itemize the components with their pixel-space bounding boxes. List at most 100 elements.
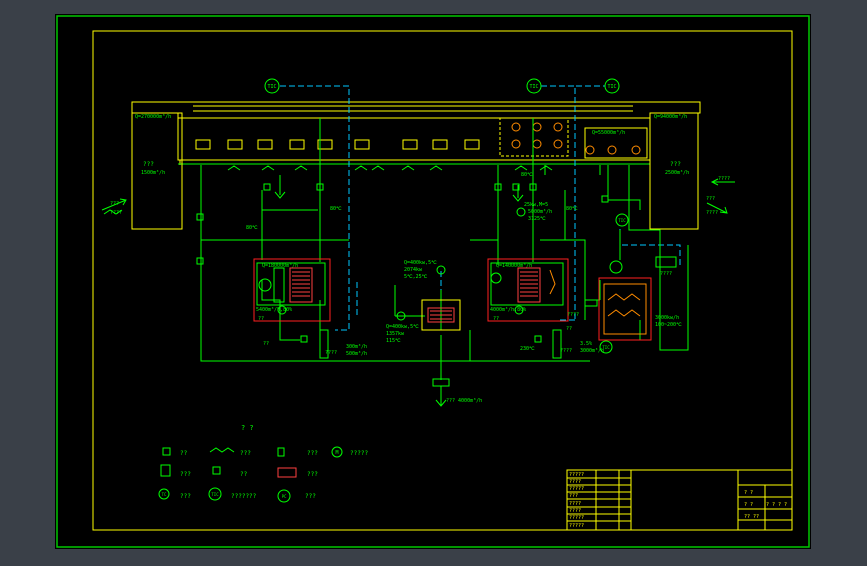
legend-label-filter: ??? [180,471,191,478]
exhaust-box [499,117,569,157]
hx-spec2-2: 1357kw [386,331,405,337]
instrument-tc-mid-label: TIC [529,84,538,90]
heat-exchanger [396,265,461,387]
boiler-tag: ???? [660,271,672,277]
left-ahu-title: Q=180000m³/h [262,263,298,269]
title-right-2: ? ? [744,502,753,508]
left-ahu [253,258,331,322]
valve-spec-2: 5000m³/h [528,209,552,215]
hx-spec-3: 5℃,25℃ [404,274,428,280]
misc-b: 500m³/h [346,351,367,357]
right-room-label: ??? [670,161,681,168]
misc-g: 3000m³/h [580,348,604,354]
left-ahu-sub: 5400m³/h,80% [256,307,292,313]
instrument-tc-r3 [599,340,613,354]
legend-label-coil: ??? [307,450,318,457]
hx-spec2-3: 115℃ [386,338,401,344]
title-left-rows: ????? ???? ????? ??? ???? ???? ????? ???… [569,472,584,529]
right-ahu-title: Q=140000m³/h [496,263,532,269]
hx-spec-2: 2074kw [404,267,423,273]
title-row-6: ???? [569,508,581,514]
title-right-rows: ? ? ? ? ? ? ? ? ?? ?? [744,490,787,520]
misc-h: ???? [567,312,579,318]
valves [196,183,609,359]
left-room [131,112,183,230]
boiler [598,256,677,341]
title-right-3: ? ? ? ? [766,502,787,508]
legend-label-motor: ????? [350,450,368,457]
legend-tc-sym: TC [162,492,167,497]
instrument-tc-r3-label: TIC [602,345,610,350]
valve-spec-1: 25kw,M=5 [524,202,548,208]
left-room-value: 1500m³/h [141,170,165,176]
misc-a: 300m³/h [346,344,367,350]
temp-4: 80℃ [566,206,578,212]
left-outdoor-1: ??? [110,201,119,207]
misc-c: ???? [325,350,337,356]
drain-label: ??? 4000m³/h [446,398,482,404]
right-room-flow: Q=94000m³/h [654,114,687,120]
boiler-spec-1: 3000kw/h [655,315,679,321]
right-exhaust-box [584,127,648,159]
legend-label-damper: ?? [180,450,188,457]
piping [200,118,689,407]
hx-spec2-1: Q=400kw,5℃ [386,324,419,330]
hx-spec-1: Q=400kw,5℃ [404,260,437,266]
misc-e: 230℃ [520,346,535,352]
legend-label-tic: ??????? [231,493,257,500]
supply-grilles [195,139,480,150]
title-row-7: ????? [569,515,584,521]
left-ahu-tag2: ?? [263,341,269,347]
valve-spec-3: 3125℃ [528,216,546,222]
instrument-tc-right [604,78,620,94]
sheet-border [56,15,810,548]
legend-label-diffuser: ??? [240,450,251,457]
instrument-tc-left-label: TIC [267,84,276,90]
instrument-tc-r2 [615,213,629,227]
instrument-tc-right-label: TIC [607,84,616,90]
legend-m-sym: M [335,450,338,456]
instrument-tc-left [264,78,280,94]
left-outdoor-2: ???? [110,210,122,216]
right-ahu-tag2: ?? [566,326,572,332]
title-row-1: ????? [569,472,584,478]
legend-label-valve: ?? [240,471,248,478]
legend-symbols [158,446,343,503]
right-box-flow: Q=55000m³/h [592,130,625,136]
drawing-sheet [55,14,811,549]
temp-3: 80℃ [521,172,533,178]
drawing-frame [92,30,793,531]
legend-label-pc: ??? [305,493,316,500]
legend-pc-sym: PC [282,494,287,499]
title-right-4: ?? ?? [744,514,759,520]
right-ahu-sub: 4000m³/h,80% [490,307,526,313]
right-outdoor-arrow [706,178,735,214]
title-block [566,469,793,531]
title-row-3: ????? [569,486,584,492]
title-row-2: ???? [569,479,581,485]
title-right-1: ? ? [744,490,753,496]
misc-f: 3.5% [580,341,592,347]
legend-tic-sym: TIC [211,492,219,497]
temp-2: 80℃ [330,206,342,212]
exhaust-fans [511,122,641,155]
legend-title: ? ? [241,424,254,432]
legend-label-tc: ??? [180,493,191,500]
right-outdoor-1: ??? [706,196,715,202]
title-row-5: ???? [569,501,581,507]
title-row-8: ????? [569,523,584,529]
left-room-flow: Q=270000m³/h [135,114,171,120]
instrument-tc-mid [526,78,542,94]
left-ahu-tag: ?? [258,316,264,322]
right-room [649,112,699,230]
right-ahu-tag: ?? [493,316,499,322]
right-ahu [487,258,569,322]
left-room-label: ??? [143,161,154,168]
instrument-tc-r2-label: TIC [618,218,626,223]
right-arrow-text: ???? [718,176,730,182]
title-row-4: ??? [569,493,578,499]
left-outdoor-arrow [101,198,127,215]
legend-label-hx: ??? [307,471,318,478]
